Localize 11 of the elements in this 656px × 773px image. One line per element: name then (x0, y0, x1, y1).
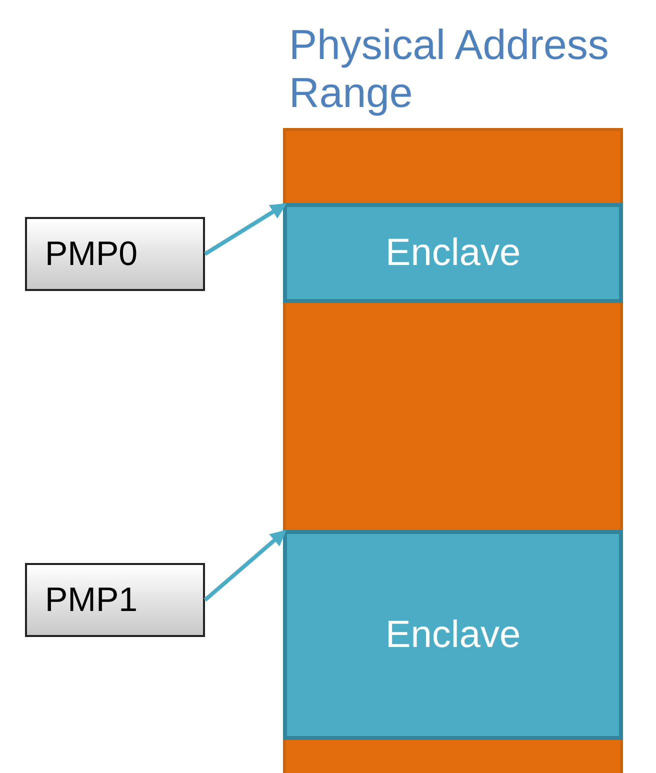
register-label: PMP1 (45, 580, 138, 620)
enclave-region (283, 203, 623, 303)
arrow (204, 203, 287, 256)
register-box (25, 563, 205, 637)
region-label: Enclave (385, 614, 521, 656)
column-heading: Physical Address Range (289, 21, 610, 117)
region-label: Enclave (385, 232, 521, 274)
register-label: PMP0 (45, 234, 138, 274)
enclave-region (283, 530, 623, 740)
arrow (204, 530, 286, 602)
register-box (25, 217, 205, 291)
